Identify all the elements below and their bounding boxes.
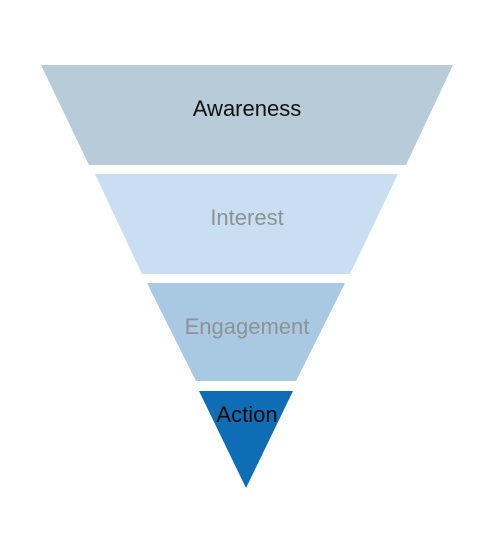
funnel-stage-interest [95, 174, 398, 274]
funnel-stage-action [199, 391, 293, 488]
funnel-label-action: Action [216, 402, 278, 427]
funnel-label-interest: Interest [210, 205, 284, 230]
funnel-label-awareness: Awareness [192, 96, 302, 121]
funnel-label-engagement: Engagement [184, 314, 310, 339]
funnel-stage-awareness [41, 65, 453, 165]
funnel-stage-engagement [147, 283, 345, 381]
